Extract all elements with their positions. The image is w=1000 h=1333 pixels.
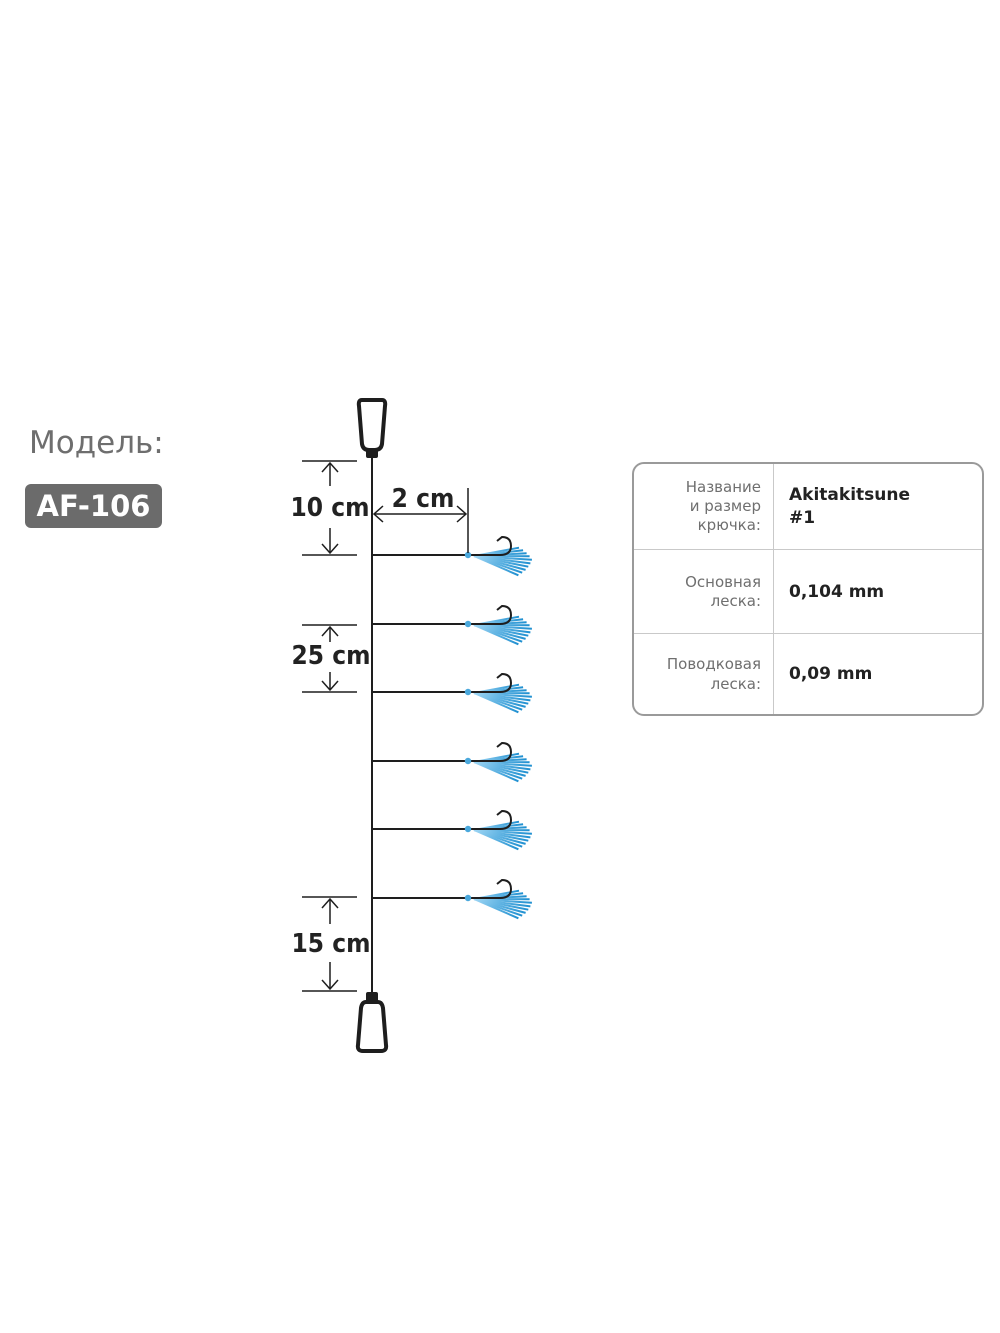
dim-bottom-gap-label: 15 cm bbox=[292, 929, 371, 959]
dim-hook-spacing: 25 cm bbox=[292, 624, 371, 693]
dim-dropper-length: 2 cm bbox=[372, 484, 469, 553]
dim-dropper-length-label: 2 cm bbox=[392, 484, 455, 514]
spec-card: Название и размер крючка: Akitakitsune #… bbox=[632, 462, 984, 716]
bead-icon bbox=[464, 688, 472, 696]
dim-top-gap: 10 cm bbox=[291, 460, 370, 556]
dropper bbox=[372, 535, 532, 577]
spec-row-leader-line: Поводковая леска: 0,09 mm bbox=[634, 633, 982, 714]
bottom-snap-icon bbox=[355, 992, 389, 1053]
bead-icon bbox=[464, 825, 472, 833]
model-code: AF-106 bbox=[36, 489, 151, 523]
dim-hook-spacing-label: 25 cm bbox=[292, 641, 371, 671]
fly-icon bbox=[473, 615, 532, 646]
model-label: Модель: bbox=[29, 425, 164, 461]
dim-top-gap-label: 10 cm bbox=[291, 493, 370, 523]
dropper bbox=[372, 741, 532, 783]
spec-row-hook: Название и размер крючка: Akitakitsune #… bbox=[634, 464, 982, 549]
hook-icon bbox=[470, 741, 513, 762]
dropper bbox=[372, 878, 532, 920]
bead-icon bbox=[464, 551, 472, 559]
fly-icon bbox=[473, 752, 532, 783]
dropper bbox=[372, 604, 532, 646]
hook-icon bbox=[470, 878, 513, 899]
spec-value: 0,104 mm bbox=[789, 581, 885, 602]
bead-icon bbox=[464, 894, 472, 902]
spec-value: Akitakitsune #1 bbox=[789, 484, 911, 528]
fly-icon bbox=[473, 820, 532, 851]
model-badge: AF-106 bbox=[25, 484, 162, 528]
dim-bottom-gap: 15 cm bbox=[292, 896, 371, 992]
bead-icon bbox=[464, 620, 472, 628]
hook-icon bbox=[470, 672, 513, 693]
dropper-group bbox=[372, 535, 532, 920]
fly-icon bbox=[473, 546, 532, 577]
bead-icon bbox=[464, 757, 472, 765]
spec-value: 0,09 mm bbox=[789, 664, 873, 685]
spec-label: Основная леска: bbox=[634, 550, 774, 634]
fly-icon bbox=[473, 889, 532, 920]
fly-icon bbox=[473, 683, 532, 714]
top-snap-icon bbox=[356, 398, 388, 458]
hook-icon bbox=[470, 809, 513, 830]
dropper bbox=[372, 809, 532, 851]
spec-row-main-line: Основная леска: 0,104 mm bbox=[634, 549, 982, 634]
spec-label: Поводковая леска: bbox=[634, 634, 774, 714]
spec-label: Название и размер крючка: bbox=[634, 464, 774, 549]
hook-icon bbox=[470, 604, 513, 625]
dropper bbox=[372, 672, 532, 714]
hook-icon bbox=[470, 535, 513, 556]
